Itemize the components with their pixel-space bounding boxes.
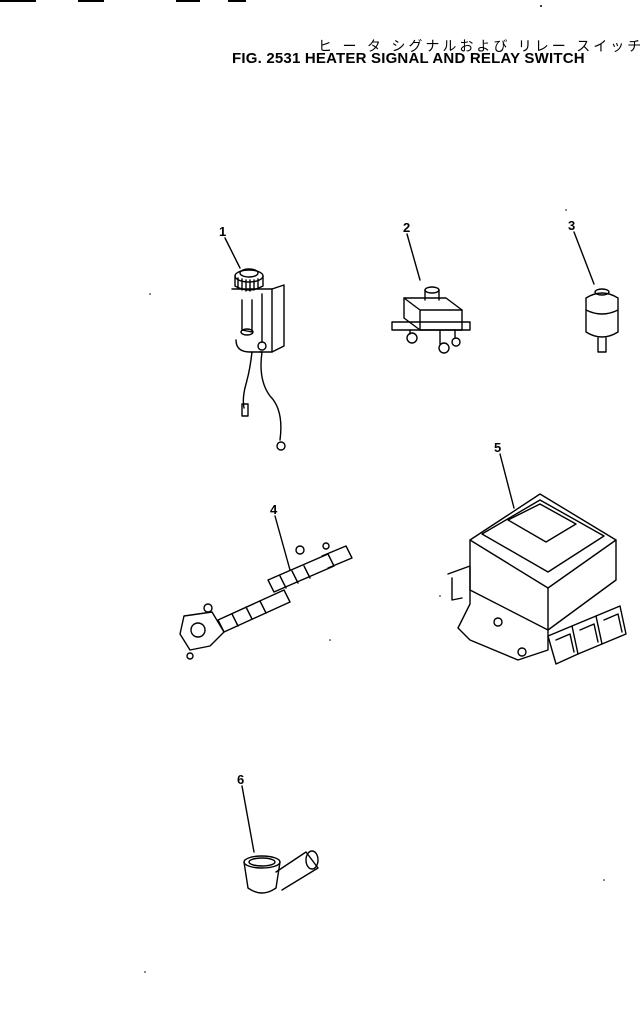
part-number-4: 4 (270, 502, 278, 517)
part-5-relay-box: 5 (447, 440, 627, 665)
part-4-heater-tube: 4 (179, 502, 353, 660)
part-3-switch: 3 (568, 218, 619, 353)
part-6-cap: 6 (237, 772, 319, 894)
top-edge-mark (228, 0, 246, 2)
part-number-3: 3 (568, 218, 575, 233)
scan-specks (144, 5, 605, 973)
leader-line-4 (274, 515, 291, 571)
part-number-5: 5 (494, 440, 501, 455)
leader-line-1 (224, 237, 241, 269)
figure-title: FIG. 2531 HEATER SIGNAL AND RELAY SWITCH (232, 50, 585, 67)
part-number-2: 2 (403, 220, 410, 235)
part-number-1: 1 (219, 224, 226, 239)
top-edge-mark (78, 0, 104, 2)
top-edge-mark (0, 0, 36, 2)
leader-line-2 (406, 233, 421, 281)
leader-line-5 (499, 453, 515, 509)
top-edge-mark (176, 0, 200, 2)
part-number-6: 6 (237, 772, 244, 787)
figure-title-japanese: ヒ ー タ シグナルおよび リレー スイッチ (318, 39, 640, 55)
part-2-relay: 2 (391, 220, 471, 354)
leader-line-3 (573, 231, 595, 285)
part-1-heater-signal: 1 (219, 224, 286, 451)
leader-line-6 (241, 785, 255, 853)
